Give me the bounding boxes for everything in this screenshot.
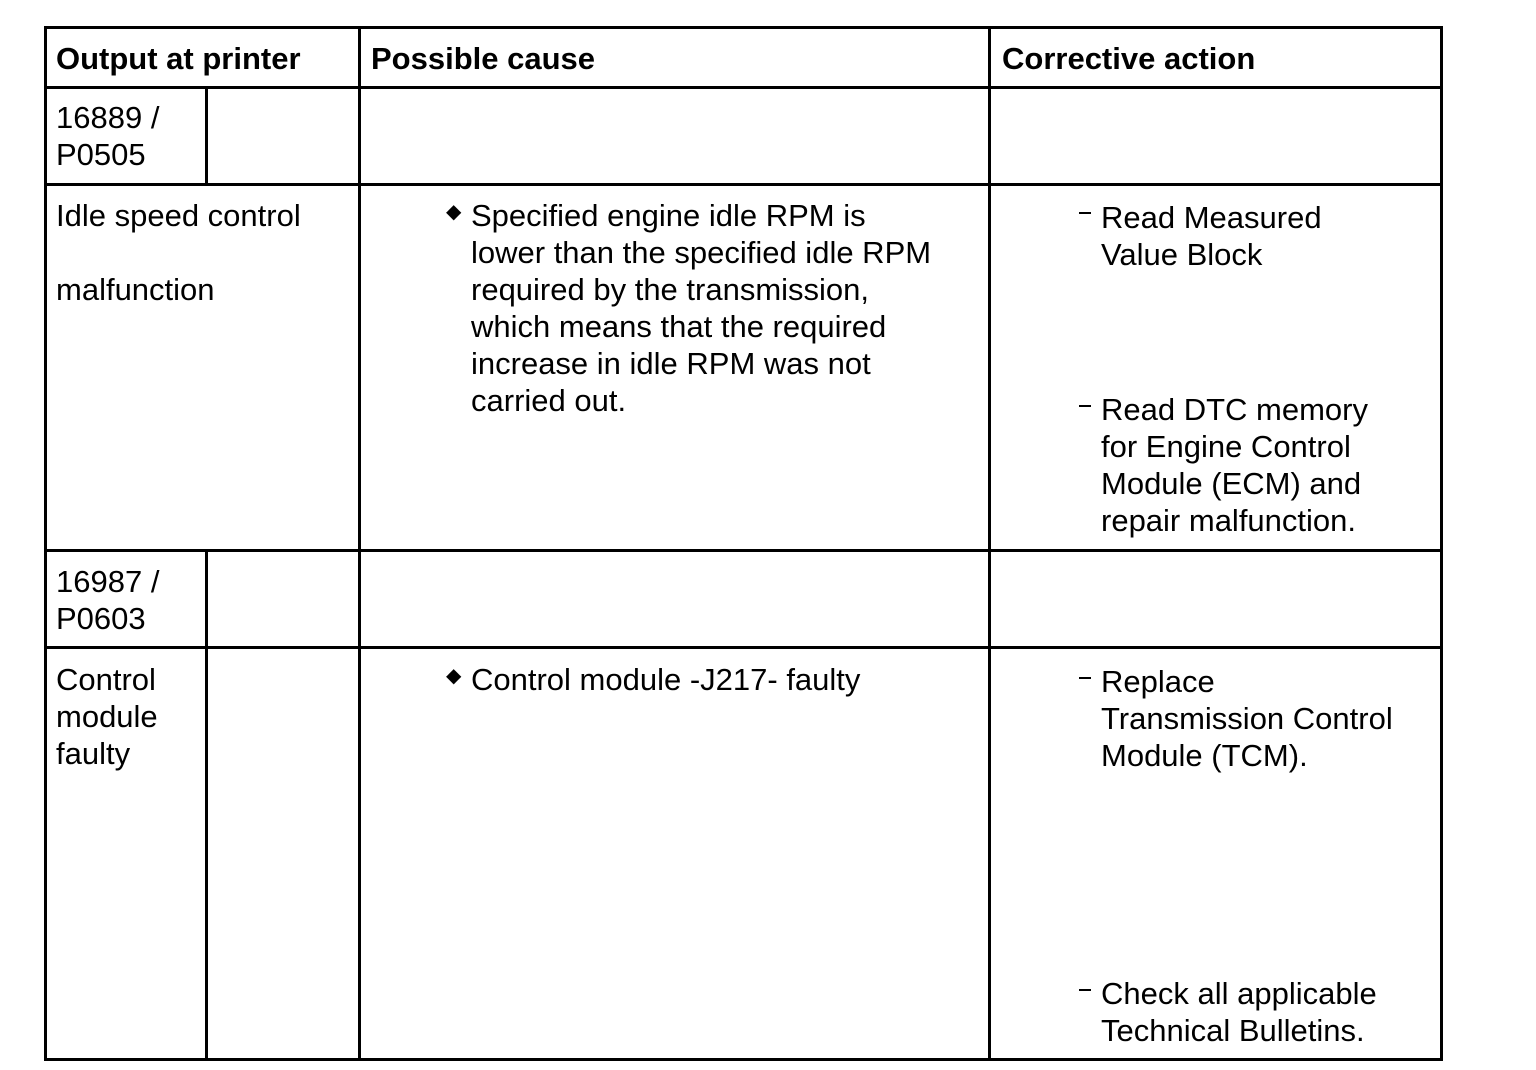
code-cell-divider (205, 86, 208, 184)
corrective-action-text: Check all applicable Technical Bulletins… (1101, 976, 1377, 1048)
possible-cause-text: Control module -J217- faulty (471, 662, 861, 697)
dash-icon (1079, 989, 1091, 991)
fault-code: 16889 / P0505 (56, 100, 160, 172)
diamond-bullet-icon: ◆ (446, 201, 462, 223)
fault-description: Control module faulty (56, 662, 158, 771)
corrective-action-text: Replace Transmission Control Module (TCM… (1101, 664, 1393, 773)
possible-cause-text: Specified engine idle RPM is lower than … (471, 198, 932, 418)
column-divider (358, 26, 361, 1061)
column-divider (988, 26, 991, 1061)
row-divider (44, 183, 1443, 186)
table-border (44, 26, 1443, 1061)
corrective-action-text: Read Measured Value Block (1101, 200, 1322, 272)
header-corrective-action: Corrective action (1002, 41, 1256, 76)
dash-icon (1079, 212, 1091, 214)
fault-code: 16987 / P0603 (56, 564, 160, 636)
row-divider (44, 646, 1443, 649)
header-possible-cause: Possible cause (371, 41, 596, 76)
code-cell-divider (205, 549, 208, 1061)
dash-icon (1079, 405, 1091, 407)
header-output-at-printer: Output at printer (56, 41, 301, 76)
fault-description: Idle speed control malfunction (56, 198, 301, 307)
diamond-bullet-icon: ◆ (446, 665, 462, 687)
dash-icon (1079, 677, 1091, 679)
row-divider (44, 549, 1443, 552)
corrective-action-text: Read DTC memory for Engine Control Modul… (1101, 392, 1368, 538)
header-divider (44, 86, 1443, 89)
